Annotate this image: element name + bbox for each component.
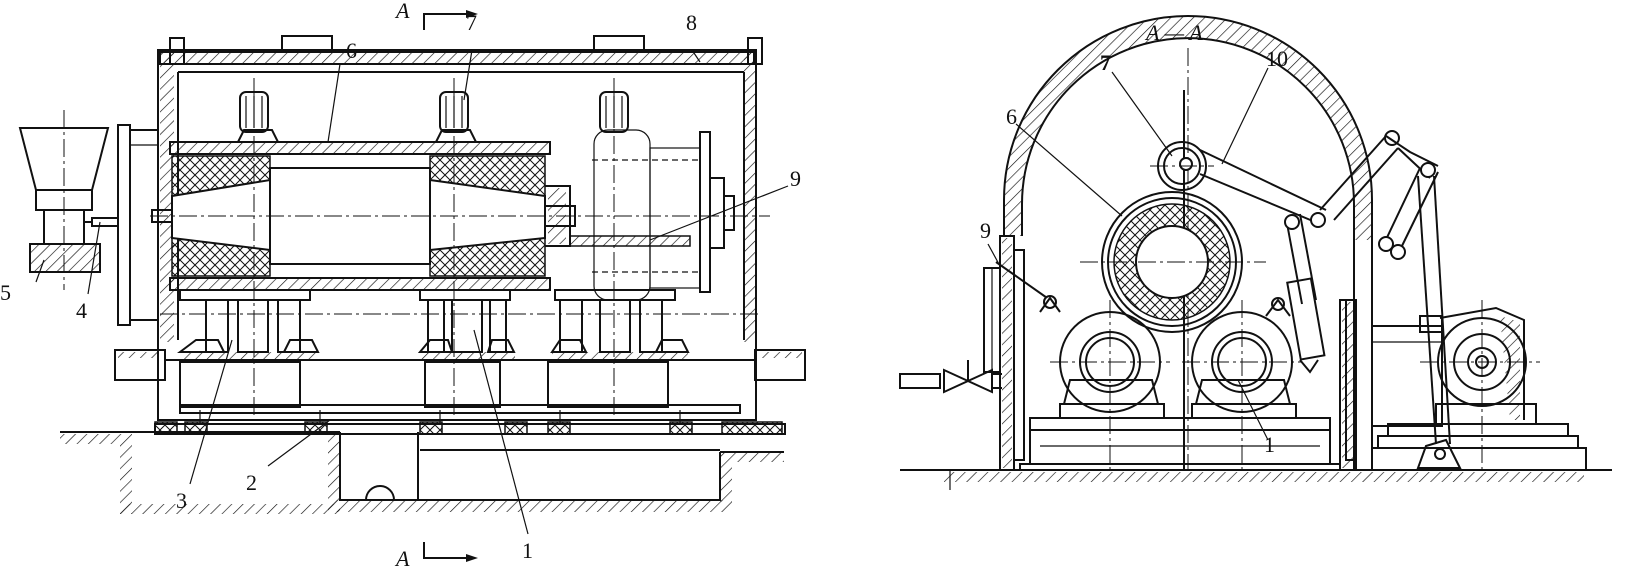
eccentric-shaft — [1150, 141, 1214, 191]
callout-labels-right: 7 6 10 9 1 — [980, 46, 1288, 457]
callout-9: 9 — [790, 166, 801, 191]
longitudinal-section-view: A A 5 4 3 2 1 6 7 8 9 — [0, 0, 806, 571]
section-mark-bottom: A — [394, 542, 478, 571]
callout-5: 5 — [0, 280, 11, 305]
vibrator-bearings — [239, 78, 629, 420]
callout-right-1: 1 — [1264, 432, 1275, 457]
callout-right-6: 6 — [1006, 104, 1017, 129]
damper-left — [983, 261, 1061, 373]
callout-right-9: 9 — [980, 218, 991, 243]
drive-motor — [1371, 300, 1587, 471]
callout-7: 7 — [466, 10, 477, 35]
ground-foundation — [60, 421, 786, 514]
cardan-shaft — [569, 235, 691, 247]
leader-lines-left — [35, 49, 789, 535]
hydraulic-cylinder — [1284, 213, 1326, 374]
base-frame-right — [1019, 417, 1341, 471]
callout-2: 2 — [246, 470, 257, 495]
drum-cross-section — [1080, 191, 1266, 333]
spring-supports — [160, 289, 760, 360]
motor-left — [1050, 300, 1170, 470]
linkage-arm — [1199, 130, 1462, 469]
callout-right-7: 7 — [1100, 50, 1111, 75]
callout-labels-left: 5 4 3 2 1 6 7 8 9 — [0, 10, 801, 563]
callout-3: 3 — [176, 488, 187, 513]
mill-drum — [150, 129, 770, 291]
feed-hopper — [18, 110, 119, 290]
callout-right-10: 10 — [1266, 46, 1288, 71]
callout-6: 6 — [346, 38, 357, 63]
end-plate — [117, 124, 159, 326]
callout-1: 1 — [522, 538, 533, 563]
section-mark-top: A — [394, 0, 478, 30]
cross-section-view-a-a: A — A — [899, 15, 1612, 490]
pivot-support — [1265, 297, 1291, 317]
leader-lines-right — [987, 67, 1269, 441]
frame-right — [1339, 299, 1357, 471]
callout-4: 4 — [76, 298, 87, 323]
ground-right — [900, 469, 1612, 490]
rubber-pads — [154, 421, 783, 435]
phantom-wheel — [592, 129, 735, 301]
callout-8: 8 — [686, 10, 697, 35]
section-label-top: A — [394, 0, 410, 23]
section-label-bottom: A — [394, 546, 410, 571]
inlet-valve — [899, 360, 1002, 394]
